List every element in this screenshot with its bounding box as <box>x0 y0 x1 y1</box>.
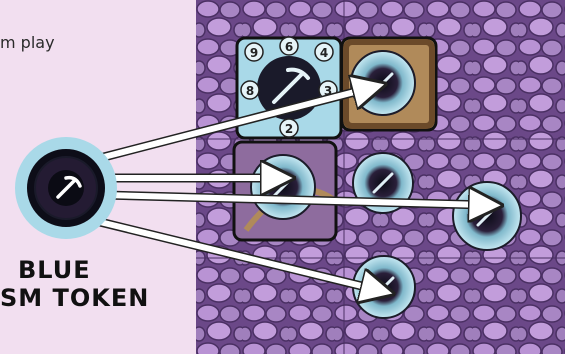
arrow <box>100 88 370 158</box>
arrow <box>100 222 378 290</box>
blue-prism-token-large <box>19 141 113 235</box>
